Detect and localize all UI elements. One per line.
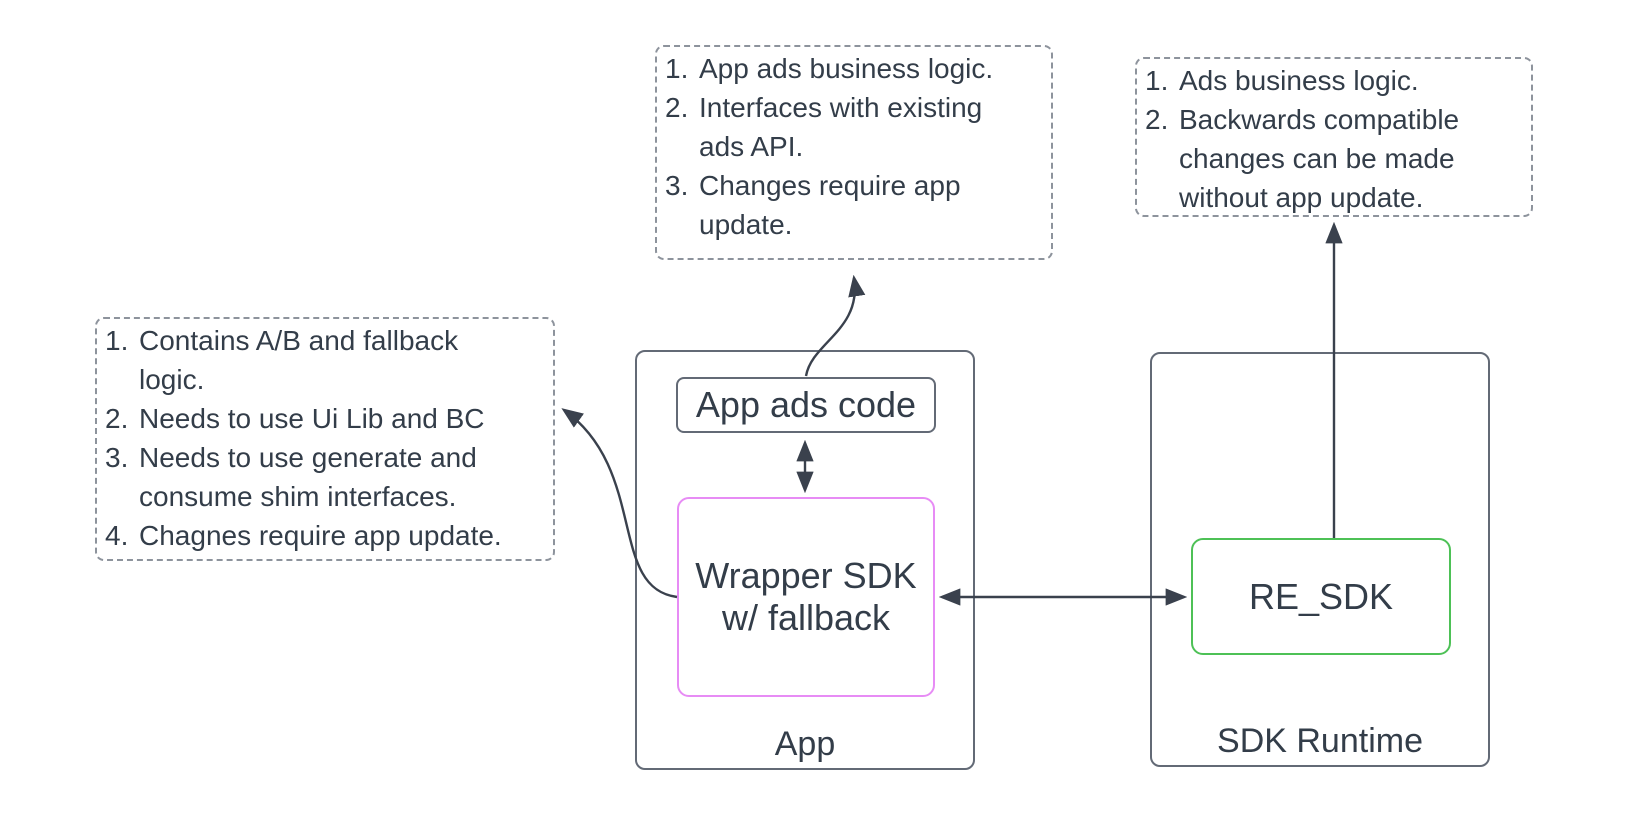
- wrapper-sdk-label-line1: Wrapper SDK: [695, 555, 917, 596]
- list-item: 3. Changes require app update.: [665, 166, 1043, 244]
- note-wrapper-sdk-details: 1. Contains A/B and fallback logic. 2. N…: [95, 317, 555, 561]
- list-text: Backwards compatible changes can be made…: [1179, 100, 1523, 217]
- note-line: without app update.: [1179, 182, 1424, 213]
- note-app-ads-code-details: 1. App ads business logic. 2. Interfaces…: [655, 45, 1053, 260]
- list-item: 2. Backwards compatible changes can be m…: [1145, 100, 1523, 217]
- sdk-runtime-container-label: SDK Runtime: [1217, 722, 1423, 760]
- note-line: Ads business logic.: [1179, 65, 1419, 96]
- app-ads-code-node: App ads code: [676, 377, 936, 433]
- list-text: Chagnes require app update.: [139, 516, 545, 555]
- list-number: 2.: [1145, 104, 1169, 135]
- re-sdk-node: RE_SDK: [1191, 538, 1451, 655]
- app-ads-code-label: App ads code: [695, 384, 917, 425]
- list-item: 1. Ads business logic.: [1145, 61, 1523, 100]
- list-number: 1.: [665, 53, 689, 84]
- list-number: 1.: [105, 325, 129, 356]
- note-line: Changes require app: [699, 170, 961, 201]
- list-number: 2.: [105, 403, 129, 434]
- wrapper-sdk-node: Wrapper SDK w/ fallback: [677, 497, 935, 697]
- list-item: 4. Chagnes require app update.: [105, 516, 545, 555]
- list-item: 2. Needs to use Ui Lib and BC: [105, 399, 545, 438]
- re-sdk-label: RE_SDK: [1248, 575, 1394, 617]
- list-text: Needs to use generate and consume shim i…: [139, 438, 545, 516]
- note-line: Needs to use Ui Lib and BC: [139, 403, 485, 434]
- note-line: Interfaces with existing: [699, 92, 983, 123]
- app-container-label: App: [774, 725, 836, 763]
- list-item: 2. Interfaces with existing ads API.: [665, 88, 1043, 166]
- wrapper-sdk-label-line2: w/ fallback: [721, 597, 891, 638]
- list-item: 1. Contains A/B and fallback logic.: [105, 321, 545, 399]
- note-line: App ads business logic.: [699, 53, 994, 84]
- list-number: 3.: [665, 170, 689, 201]
- note-line: consume shim interfaces.: [139, 481, 457, 512]
- list-text: App ads business logic.: [699, 49, 1043, 88]
- note-line: Backwards compatible: [1179, 104, 1460, 135]
- list-text: Changes require app update.: [699, 166, 1043, 244]
- list-text: Interfaces with existing ads API.: [699, 88, 1043, 166]
- list-text: Ads business logic.: [1179, 61, 1523, 100]
- list-number: 3.: [105, 442, 129, 473]
- list-item: 1. App ads business logic.: [665, 49, 1043, 88]
- note-line: Contains A/B and fallback: [139, 325, 459, 356]
- list-item: 3. Needs to use generate and consume shi…: [105, 438, 545, 516]
- list-number: 1.: [1145, 65, 1169, 96]
- note-re-sdk-details: 1. Ads business logic. 2. Backwards comp…: [1135, 57, 1533, 217]
- list-number: 2.: [665, 92, 689, 123]
- note-line: Needs to use generate and: [139, 442, 477, 473]
- list-text: Contains A/B and fallback logic.: [139, 321, 545, 399]
- list-number: 4.: [105, 520, 129, 551]
- note-line: logic.: [139, 364, 205, 395]
- note-line: ads API.: [699, 131, 804, 162]
- note-line: Chagnes require app update.: [139, 520, 502, 551]
- note-line: changes can be made: [1179, 143, 1455, 174]
- note-line: update.: [699, 209, 793, 240]
- list-text: Needs to use Ui Lib and BC: [139, 399, 545, 438]
